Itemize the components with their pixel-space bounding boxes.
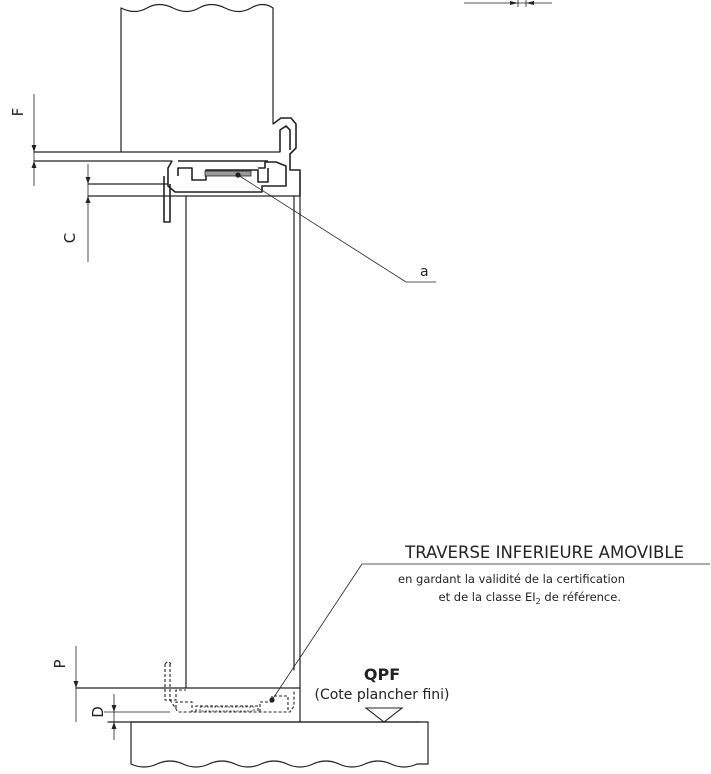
dimension-d-label: D <box>89 706 107 718</box>
dimension-p-label: P <box>51 659 69 668</box>
floor-level-code: QPF <box>364 665 400 684</box>
traverse-note-line2: et de la classe EI2 de référence. <box>439 590 621 606</box>
door-leaf <box>185 195 301 697</box>
dimension-c <box>85 164 91 262</box>
finished-floor-level-marker <box>299 707 421 723</box>
lintel-wall <box>120 3 274 153</box>
floor-slab <box>130 721 429 768</box>
traverse-note-line2-prefix: et de la classe EI <box>439 590 536 604</box>
dimension-p <box>73 646 79 722</box>
callout-a-leader <box>235 172 436 283</box>
traverse-note-line2-suffix: de référence. <box>541 590 621 604</box>
dimension-c-label: C <box>61 233 79 243</box>
dimension-d <box>104 694 170 740</box>
removable-bottom-rail <box>75 661 301 723</box>
traverse-note-line2-subscript: 2 <box>536 597 541 606</box>
dimension-f <box>31 94 37 186</box>
traverse-note-line1: en gardant la validité de la certificati… <box>398 572 625 586</box>
callout-a-label: a <box>420 264 429 280</box>
upper-frame-profile <box>33 117 301 223</box>
traverse-title: TRAVERSE INFERIEURE AMOVIBLE <box>404 543 684 562</box>
dimension-f-label: F <box>9 108 27 117</box>
top-dimension-marker <box>464 0 552 7</box>
floor-level-description: (Cote plancher fini) <box>314 687 449 703</box>
traverse-leader <box>269 563 710 703</box>
